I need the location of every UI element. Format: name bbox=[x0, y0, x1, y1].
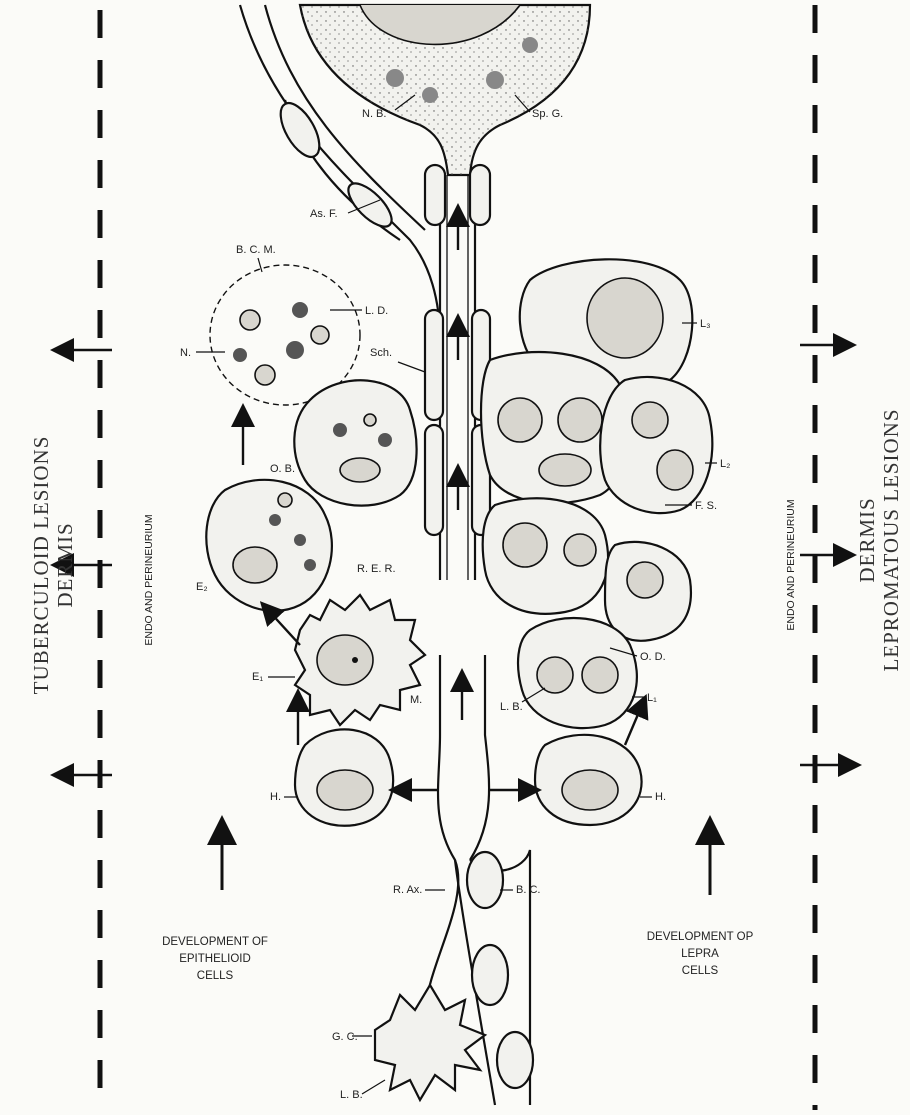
label-n: N. bbox=[180, 347, 191, 359]
label-e2: E₂ bbox=[196, 581, 208, 593]
label-l1: L₁ bbox=[647, 692, 657, 704]
right-side-line2: LEPROMATOUS LESIONS bbox=[879, 408, 903, 671]
label-od: O. D. bbox=[640, 651, 666, 663]
label-rax: R. Ax. bbox=[393, 884, 422, 896]
right-caption-line3: CELLS bbox=[682, 965, 719, 977]
label-h-left: H. bbox=[270, 791, 281, 803]
cell-e2 bbox=[206, 480, 332, 611]
label-bcm: B. C. M. bbox=[236, 244, 276, 256]
label-gc: G. C. bbox=[332, 1031, 358, 1043]
label-m: M. bbox=[410, 694, 422, 706]
label-sch: Sch. bbox=[370, 347, 392, 359]
label-l2: L₂ bbox=[720, 458, 730, 470]
left-caption-line3: CELLS bbox=[197, 970, 234, 982]
cell-macrophage-upper bbox=[294, 380, 416, 505]
label-l3: L₃ bbox=[700, 318, 711, 330]
lepra-cell-cluster bbox=[481, 259, 712, 728]
arrow-e1-to-e2 bbox=[268, 610, 300, 645]
right-caption-line1: DEVELOPMENT OP bbox=[647, 931, 754, 943]
right-outward-arrows bbox=[800, 345, 850, 765]
label-lb-mid: L. B. bbox=[500, 701, 523, 713]
left-side-line1: TUBERCULOID LESIONS bbox=[29, 436, 53, 695]
right-side-label: DERMIS LEPROMATOUS LESIONS bbox=[855, 408, 903, 671]
right-side-line1: DERMIS bbox=[855, 497, 879, 582]
label-spg: Sp. G. bbox=[532, 108, 563, 120]
arrow-h-to-l1 bbox=[625, 705, 642, 745]
label-asf: As. F. bbox=[310, 208, 338, 220]
giant-cell bbox=[375, 985, 485, 1100]
label-lb-bottom: L. B. bbox=[340, 1089, 363, 1101]
label-nb: N. B. bbox=[362, 108, 386, 120]
right-endo-label: ENDO AND PERINEURIUM bbox=[785, 499, 797, 630]
left-endo-label: ENDO AND PERINEURIUM bbox=[143, 514, 155, 645]
label-bc: B. C. bbox=[516, 884, 540, 896]
label-h-right: H. bbox=[655, 791, 666, 803]
left-caption-line1: DEVELOPMENT OF bbox=[162, 936, 268, 948]
left-side-label: TUBERCULOID LESIONS DERMIS bbox=[29, 436, 77, 695]
label-e1: E₁ bbox=[252, 671, 263, 683]
left-caption: DEVELOPMENT OF EPITHELIOID CELLS bbox=[162, 936, 268, 982]
left-caption-line2: EPITHELIOID bbox=[179, 953, 251, 965]
central-axon bbox=[425, 165, 490, 580]
label-rer: R. E. R. bbox=[357, 563, 396, 575]
label-ld: L. D. bbox=[365, 305, 388, 317]
left-side-line2: DERMIS bbox=[53, 522, 77, 607]
right-caption: DEVELOPMENT OP LEPRA CELLS bbox=[647, 931, 754, 977]
label-fs: F. S. bbox=[695, 500, 717, 512]
label-ob: O. B. bbox=[270, 463, 295, 475]
right-caption-line2: LEPRA bbox=[681, 948, 719, 960]
